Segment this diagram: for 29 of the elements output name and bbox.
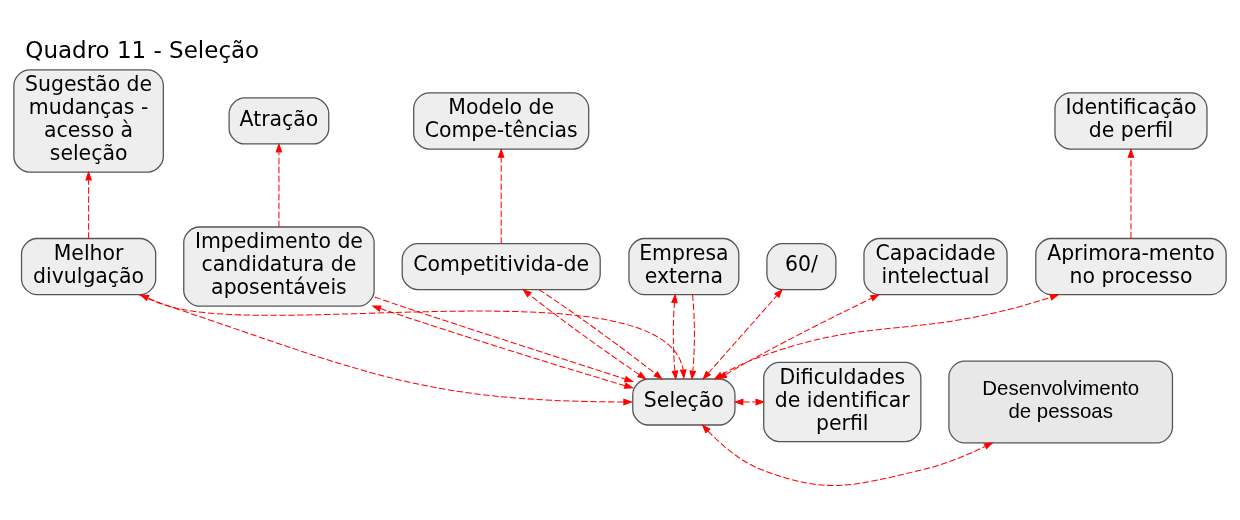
node-box: Empresa externa bbox=[628, 237, 740, 296]
node-box: Seleção bbox=[632, 378, 736, 426]
arrow bbox=[701, 424, 994, 486]
node-box: Dificuldades de identificar perfil bbox=[763, 361, 922, 443]
arrow bbox=[371, 305, 635, 389]
node-box: Melhor divulgação bbox=[20, 237, 157, 296]
node-box: Impedimento de candidatura de aposentáveis bbox=[183, 226, 375, 307]
arrow bbox=[538, 289, 663, 380]
node-box: Modelo de Compe-tências bbox=[413, 92, 590, 150]
arrow bbox=[497, 148, 505, 245]
node-box: Sugestão de mudanças - acesso à seleção bbox=[13, 69, 164, 173]
node-box: Aprimora-mento no processo bbox=[1035, 237, 1227, 296]
arrow bbox=[689, 294, 697, 381]
node-box: Competitivida-de bbox=[401, 242, 601, 291]
arrow bbox=[522, 288, 647, 380]
arrow bbox=[85, 170, 92, 239]
node-box: Desenvolvimento de pessoas bbox=[948, 360, 1174, 444]
arrow bbox=[139, 294, 634, 406]
node-box: Capacidade intelectual bbox=[863, 237, 1008, 296]
node-box: 60/ bbox=[766, 242, 837, 291]
arrow bbox=[138, 294, 687, 380]
arrow bbox=[733, 398, 766, 406]
diagram-title: Quadro 11 - Seleção bbox=[25, 36, 260, 63]
arrow bbox=[671, 293, 679, 381]
arrow bbox=[374, 296, 635, 383]
arrow bbox=[275, 142, 283, 228]
node-box: Atração bbox=[228, 97, 330, 145]
arrow bbox=[1127, 147, 1135, 239]
node-box: Identificação de perfil bbox=[1054, 92, 1208, 150]
